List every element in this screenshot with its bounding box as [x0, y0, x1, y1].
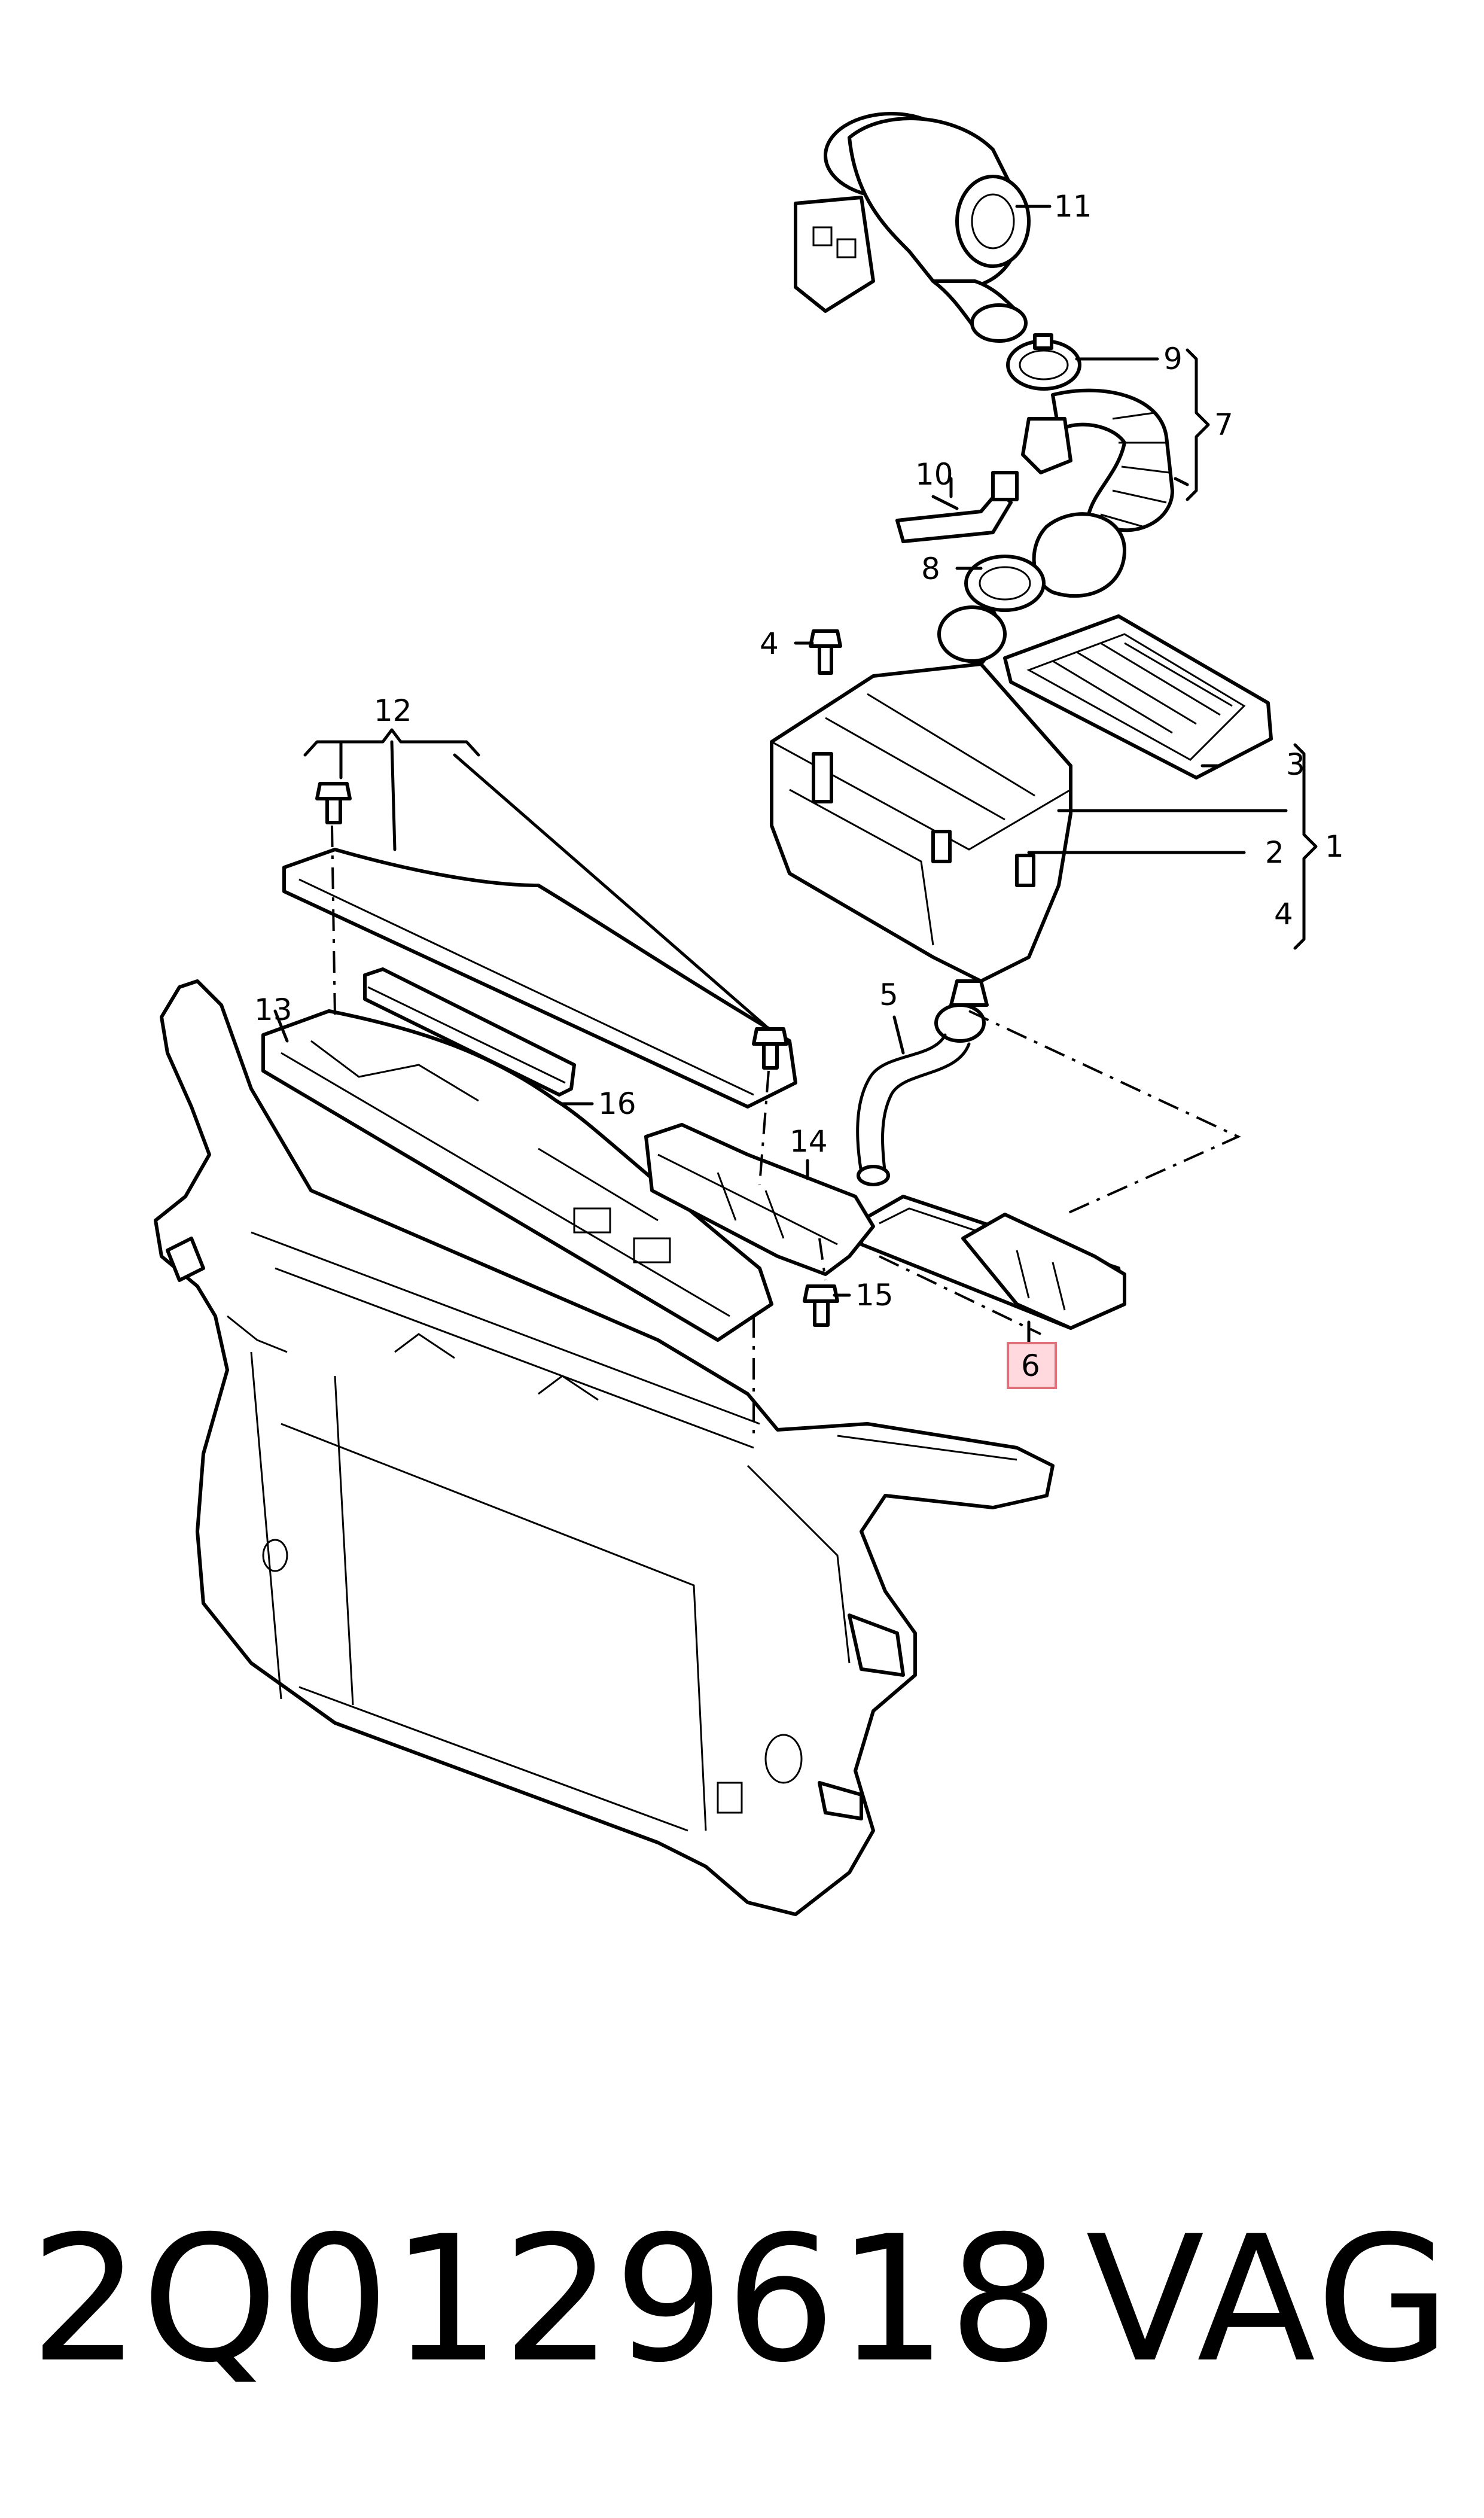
- callout-2: 2: [1265, 835, 1284, 870]
- breather-pipe: [895, 471, 1019, 543]
- callout-8: 8: [921, 552, 940, 586]
- part-number: 2Q0129618: [30, 2199, 1061, 2401]
- callout-10: 10: [915, 457, 953, 492]
- callout-1: 1: [1325, 829, 1344, 864]
- air-guide: [860, 1195, 1126, 1330]
- callout-12: 12: [374, 693, 412, 728]
- callout-3: 3: [1286, 747, 1305, 782]
- air-filter-housing: [770, 605, 1072, 1007]
- callout-14: 14: [790, 1124, 828, 1159]
- callout-11: 11: [1054, 189, 1092, 224]
- air-duct-side: [644, 1123, 875, 1276]
- leader-lines: [273, 205, 1318, 1345]
- callout-4-top: 4: [760, 626, 779, 661]
- air-duct-upper: [261, 1009, 773, 1342]
- callout-labels: 11 9 7 10 8 4 3 1 2 4 12 13 5 16 14 15 6: [254, 189, 1344, 1389]
- callout-4-bottom: 4: [1274, 897, 1293, 931]
- air-intake-hose: [1021, 388, 1174, 598]
- front-cover-panel: [282, 848, 797, 1109]
- alignment-lines: [331, 825, 1241, 1436]
- exploded-view-drawing: 11 9 7 10 8 4 3 1 2 4 12 13 5 16 14 15 6: [154, 112, 1344, 1916]
- callout-13: 13: [254, 992, 292, 1027]
- front-end-carrier: [154, 979, 1055, 1916]
- drain-hose: [856, 1003, 986, 1186]
- callout-9: 9: [1163, 342, 1183, 376]
- brand-name: VAG: [1086, 2199, 1454, 2401]
- footer: 2Q0129618 VAG: [0, 2190, 1484, 2429]
- callout-6-highlight: [1007, 1342, 1057, 1389]
- callout-5: 5: [879, 978, 898, 1012]
- seal-strip: [363, 967, 576, 1097]
- clamp-8: [964, 555, 1046, 612]
- screw-12-left: [315, 782, 352, 824]
- turbocharger: [794, 112, 1031, 343]
- callout-15: 15: [855, 1278, 894, 1313]
- clamp-9: [1006, 333, 1081, 391]
- screw-12-right: [752, 1027, 788, 1070]
- air-filter-element: [1003, 614, 1273, 780]
- callout-6: 6: [1021, 1348, 1040, 1383]
- screw-15: [803, 1284, 839, 1327]
- callout-7: 7: [1214, 407, 1233, 442]
- screw-4: [809, 629, 842, 675]
- callout-16: 16: [598, 1086, 636, 1121]
